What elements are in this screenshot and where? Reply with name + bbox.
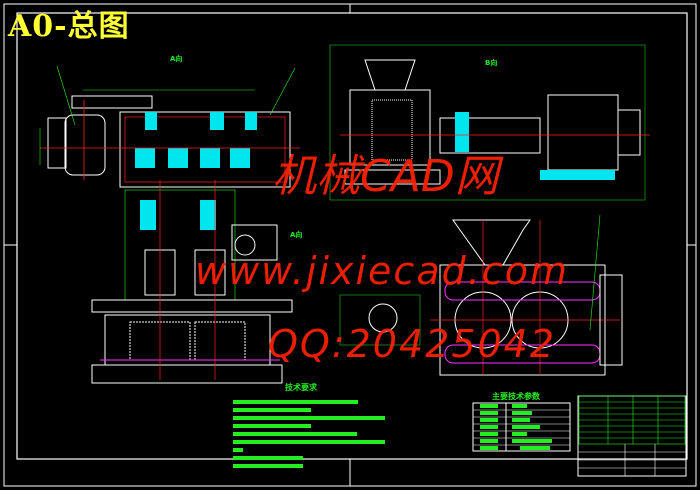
drive-front-view	[91, 180, 293, 384]
watermark-url: www.jixiecad.com	[195, 249, 569, 293]
drawing-title: A0-总图	[8, 9, 130, 44]
view-label-3: A向	[290, 231, 303, 239]
roller-side-view	[329, 44, 650, 201]
main-parameters-heading: 主要技术参数	[492, 392, 540, 401]
view-label-2: B向	[485, 59, 498, 67]
view-label-1: A向	[170, 55, 183, 63]
roller-press-front-view	[339, 214, 623, 376]
title-block	[577, 395, 687, 477]
main-parameters-table	[472, 402, 571, 452]
technical-requirements-heading: 技术要求	[285, 383, 317, 392]
gearbox-top-view	[39, 65, 300, 188]
watermark-qq: QQ:20425042	[268, 322, 557, 366]
watermark-site-name: 机械CAD网	[272, 151, 499, 202]
inner-frame	[16, 12, 688, 460]
